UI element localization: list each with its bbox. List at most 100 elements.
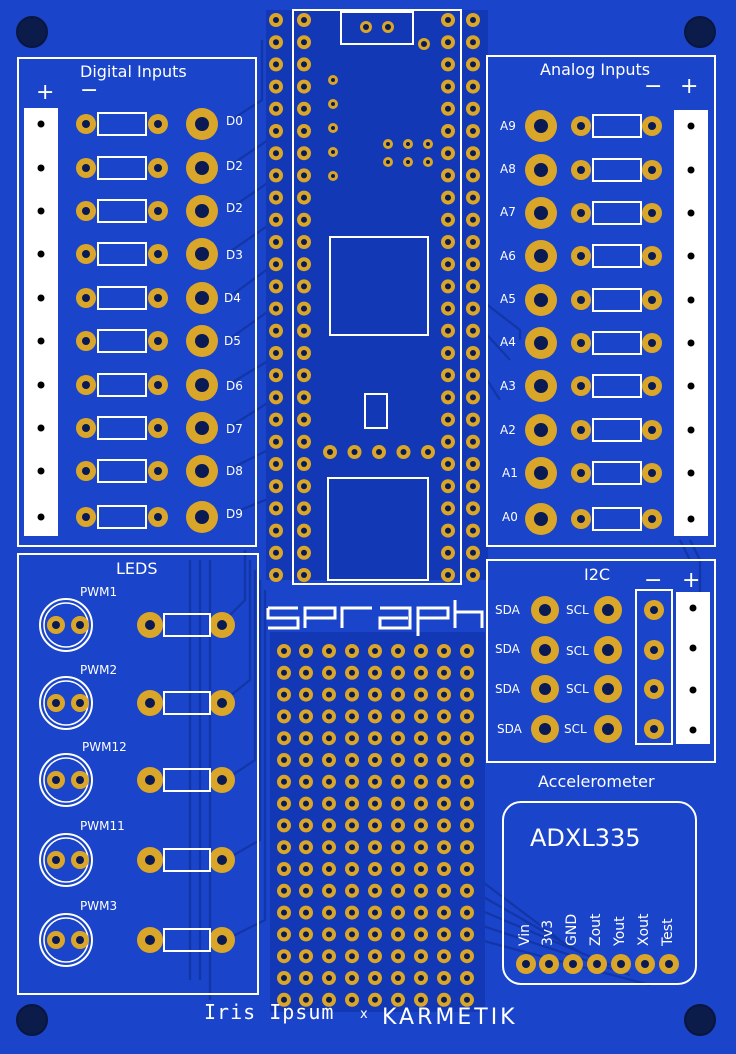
pad-hole [217,620,227,630]
pad-hole [445,128,451,134]
pad-hole [154,250,162,258]
pad-hole [154,337,162,345]
pad-hole [76,699,84,707]
pad-hole [301,527,307,534]
pad-hole [602,723,614,735]
pad-hole [301,327,307,334]
resistor-outline [97,459,147,483]
pad-hole [441,713,447,720]
pad-hole [372,757,378,763]
pad-hole [470,549,476,556]
pad-hole [301,416,307,423]
pad-hole [464,778,470,785]
pad-hole [301,83,307,90]
analog-label-a6: A6 [500,249,516,263]
pad-hole [363,24,369,30]
pad-hole [273,438,279,445]
pad-hole [418,866,424,872]
pad-hole [418,822,424,829]
pad-hole [470,438,476,445]
digital-header-pins [37,120,45,521]
accelerometer-pin-label: Vin [517,923,533,946]
pad-hole [648,122,656,130]
pad-hole [154,381,162,389]
pad-hole [273,105,279,112]
digital-label-d4: D4 [224,291,241,305]
pad-hole [273,483,279,490]
pad-hole [372,735,378,742]
led-outline [39,598,93,652]
pad-hole [441,975,447,981]
pad-hole [349,648,355,654]
pad-hole [52,936,60,944]
pad-hole [577,209,585,217]
pad-hole [326,669,332,676]
pad-hole [395,735,401,742]
pad-hole [372,800,378,807]
pad-hole [281,953,287,960]
accelerometer-pin-label: 3v3 [540,919,556,946]
pad-hole [301,261,307,268]
pad-hole [303,866,309,872]
pad-hole [145,775,155,785]
pad-hole [470,327,476,334]
pad-hole [281,975,287,981]
pad-hole [372,669,378,676]
pad-hole [418,953,424,960]
pad-hole [539,683,551,695]
pad-hole [464,713,470,720]
pad-hole [650,685,658,693]
pad-hole [326,866,332,872]
pad-hole [281,648,287,654]
pad-hole [418,778,424,785]
resistor-outline [592,331,642,355]
digital-label-d2a: D2 [226,159,243,173]
led-label-pwm12: PWM12 [82,740,127,754]
pad-hole [273,128,279,134]
pad-hole [273,549,279,556]
resistor-outline [97,329,147,353]
resistor-outline [97,156,147,180]
pad-hole [273,527,279,534]
pad-hole [445,572,451,578]
pad-hole [395,909,401,916]
pad-hole [470,61,476,68]
i2c-scl-1: SCL [566,603,589,617]
pad-hole [82,207,90,215]
pad-hole [441,909,447,916]
resistor-outline [592,201,642,225]
pad-hole [273,394,279,401]
pad-hole [154,513,162,521]
pad-hole [534,379,548,393]
accelerometer-pin-label: Test [660,918,676,946]
pad-hole [650,725,658,733]
i2c-sda-1: SDA [495,603,520,617]
led-outline [39,833,93,887]
pad-hole [326,757,332,763]
accelerometer-pin-label: Yout [612,916,628,946]
resistor-outline [592,461,642,485]
pad-hole [273,461,279,467]
pad-hole [76,621,84,629]
pad-hole [145,620,155,630]
pad-hole [326,648,332,654]
analog-plus-mark: + [680,74,699,99]
pad-hole [349,713,355,720]
pad-hole [349,953,355,960]
pad-hole [470,239,476,245]
i2c-sda-3: SDA [495,682,520,696]
pad-hole [441,735,447,742]
pad-hole [395,953,401,960]
pad-hole [372,887,378,894]
pad-hole [445,283,451,290]
i2c-power-strip [676,592,710,744]
pad-hole [441,778,447,785]
pad-hole [470,350,476,356]
pad-hole [445,150,451,157]
mcu-footprint [327,11,429,581]
analog-label-a1: A1 [502,466,518,480]
digital-plus-mark: + [36,80,55,105]
pad-hole [303,887,309,894]
pad-hole [470,105,476,112]
pad-hole [349,691,355,698]
